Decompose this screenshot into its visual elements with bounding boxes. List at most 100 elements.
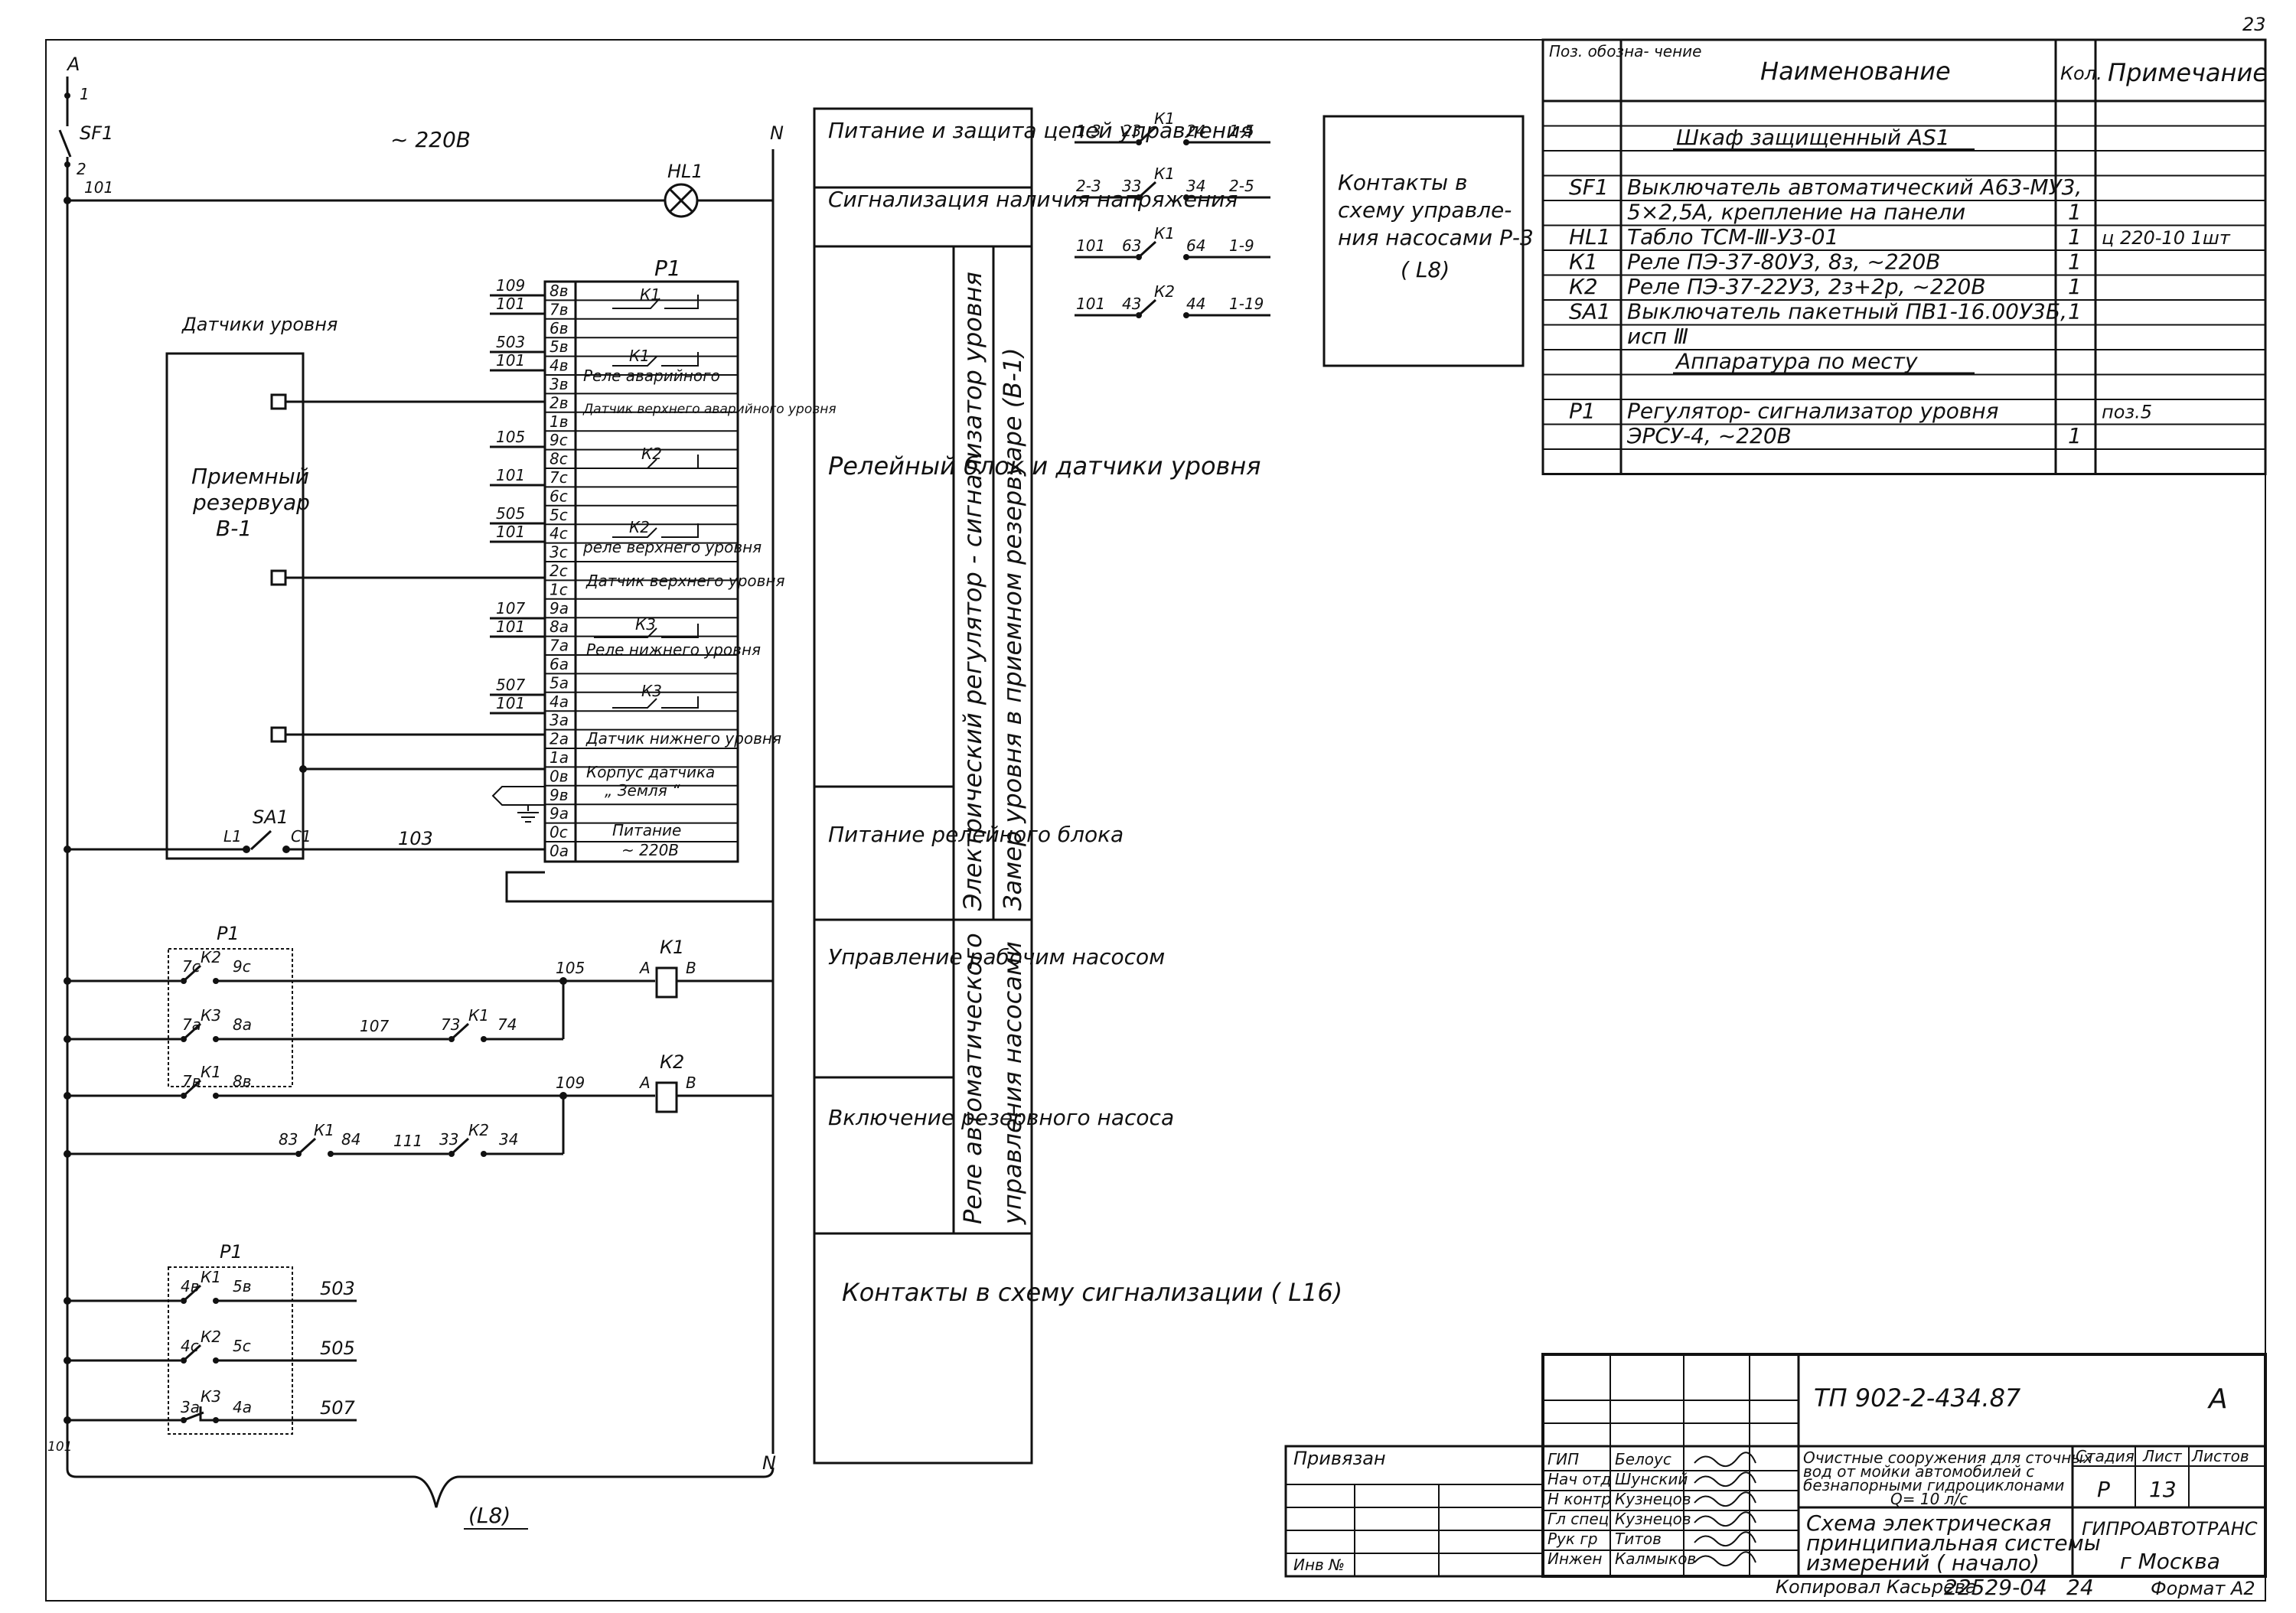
sig-r2-a: 4с	[181, 1337, 199, 1355]
k2a-label: К2	[641, 445, 662, 463]
tb-stage-letter: А	[2207, 1383, 2228, 1415]
spec-name: Шкаф защищенный АS1	[1676, 125, 1950, 150]
sig-row3-jn	[64, 1416, 71, 1424]
terminal-1-label: 1	[80, 85, 90, 103]
ctrl-r2-c1: 73	[441, 1015, 460, 1034]
tb-bound: Привязан	[1293, 1448, 1386, 1469]
tb-doc-code: ТП 902-2-434.87	[1814, 1383, 2021, 1413]
ctrl-row4-t2	[328, 1151, 334, 1157]
k2b-label: К2	[629, 518, 650, 536]
sensor-upper	[270, 569, 287, 586]
sig-row3-t2	[213, 1417, 219, 1423]
ctrl-r3-w: 109	[556, 1074, 585, 1092]
aux-a-label: 43	[1122, 295, 1141, 313]
terminal-label: 0в	[550, 767, 569, 785]
switch-l1-label: L1	[223, 827, 242, 846]
k3b-contact	[612, 696, 699, 709]
spec-pos: Р1	[1569, 399, 1596, 424]
ctrl-r4-k1: К1	[314, 1121, 334, 1139]
spec-qty: 1	[2068, 249, 2082, 275]
sig-r1-k: К1	[201, 1268, 221, 1286]
spec-qty: 1	[2068, 224, 2082, 249]
wire-label: 101	[496, 466, 525, 484]
footer-archive-sheet: 24	[2066, 1575, 2094, 1600]
wire-101-label: 101	[84, 178, 113, 197]
wire-label: 101	[496, 523, 525, 541]
ft-row6-text: Включение резервного насоса	[828, 1105, 1174, 1130]
k1b-label: К1	[629, 347, 650, 365]
lamp-label: HL1	[667, 161, 703, 182]
ctrl-row4-k2-contact	[450, 1137, 470, 1155]
spec-name: Выключатель автоматический А63-МУ3,	[1627, 174, 2082, 200]
tb-name: Кузнецов	[1615, 1510, 1691, 1528]
tb-signature	[1694, 1531, 1756, 1546]
label-block-power-1: Питание	[612, 821, 681, 839]
sig-row2-t1	[181, 1357, 187, 1364]
tb-signature	[1694, 1471, 1756, 1487]
k2b-contact	[612, 523, 699, 538]
spec-qty: 1	[2068, 274, 2082, 299]
aux-a-label: 63	[1122, 236, 1141, 255]
aux-contact	[1137, 125, 1157, 144]
spec-name: Реле ПЭ-37-80У3, 8з, ~220В	[1627, 249, 1941, 275]
title-block: Привязан Инв № ТП 902-2-434.87 А Очистны…	[1284, 1353, 2267, 1578]
aux-k-label: К1	[1154, 165, 1175, 183]
signal-p1-block	[168, 1266, 293, 1435]
ctrl-row1-t2	[213, 978, 219, 984]
ctrl-row4-jn	[64, 1150, 71, 1158]
sig-r1-w: 503	[320, 1278, 355, 1299]
ft-row3: Релейный блок и датчики уровня	[828, 451, 1261, 481]
signal-lamp-cross-b	[668, 187, 694, 213]
spec-name: Аппаратура по месту	[1675, 349, 1918, 374]
aux-terminal	[1136, 194, 1142, 200]
tb-role: Рук гр	[1548, 1530, 1598, 1548]
aux-terminal	[1136, 312, 1142, 318]
ctrl-r4-w: 111	[393, 1132, 422, 1150]
ctrl-r3-coil-b: В	[686, 1074, 696, 1092]
relay-block-title: Р1	[654, 256, 681, 281]
neutral-bottom-label: N	[762, 1452, 776, 1474]
ctrl-r1-w: 105	[556, 959, 585, 977]
wire-label: 109	[496, 276, 525, 295]
aux-a-label: 23	[1122, 122, 1141, 140]
tb-sheet-title-1: Схема электрическая	[1806, 1510, 2051, 1536]
terminal-label: 0а	[550, 842, 569, 860]
aux-b-label: 64	[1186, 236, 1205, 255]
aux-right-label: 1-19	[1229, 295, 1264, 313]
switch-c1-label: С1	[291, 827, 311, 846]
terminal-label: 2в	[550, 393, 569, 412]
tb-object-3: безнапорными гидроциклонами	[1803, 1476, 2064, 1494]
breaker-label: SF1	[80, 122, 113, 144]
ft-row6: Включение резервного насоса	[828, 1105, 1174, 1130]
tb-object-2: вод от мойки автомобилей с	[1803, 1462, 2034, 1481]
tb-name: Белоус	[1615, 1450, 1671, 1468]
ctrl-row2-t4	[481, 1036, 487, 1042]
wire-label: 101	[496, 618, 525, 636]
ctrl-r4-c: 33	[439, 1130, 458, 1149]
sheet-frame	[45, 39, 2266, 1602]
wire-block-neutral	[505, 871, 773, 903]
terminal-label: 7в	[550, 300, 569, 318]
ctrl-r3-a: 7в	[182, 1072, 201, 1090]
ctrl-r1-a: 7с	[182, 957, 201, 976]
terminal-label: 8с	[550, 450, 568, 468]
wire-label: 107	[496, 599, 525, 618]
terminal-label: 1в	[550, 412, 569, 431]
aux-b-label: 34	[1186, 177, 1205, 195]
ctrl-r3-b: 8в	[233, 1072, 252, 1090]
terminal-label: 6в	[550, 319, 569, 337]
spec-name: 5×2,5А, крепление на панели	[1627, 200, 1965, 225]
tb-sheet-title-2: принципиальная системы	[1806, 1530, 2101, 1556]
aux-terminal	[1136, 254, 1142, 260]
ctrl-row4-t3	[448, 1151, 455, 1157]
spec-head-name: Наименование	[1760, 57, 1951, 86]
spec-qty: 1	[2068, 299, 2082, 324]
aux-terminal	[1183, 139, 1189, 145]
ft-vert-c2: управления насосами	[998, 941, 1027, 1225]
tank-line3: В-1	[216, 516, 252, 541]
sensor-lower	[270, 726, 287, 743]
tb-city: г Москва	[2120, 1549, 2220, 1574]
aux-terminal	[1136, 139, 1142, 145]
